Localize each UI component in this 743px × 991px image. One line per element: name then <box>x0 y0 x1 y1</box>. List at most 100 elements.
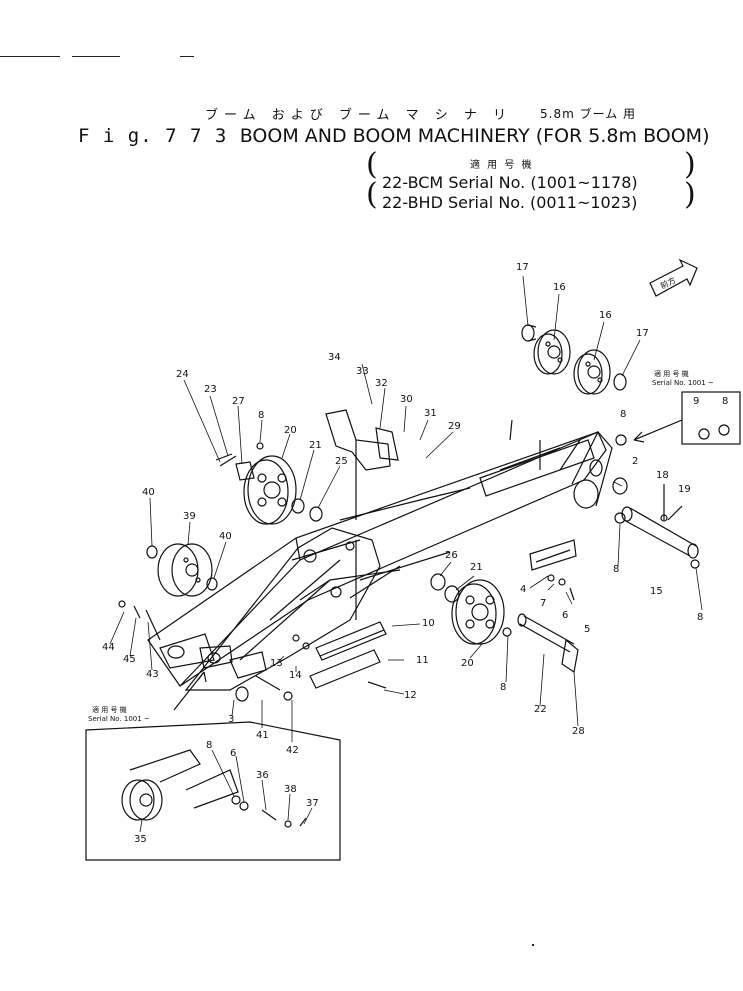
washer-8-lower <box>502 627 512 637</box>
speck <box>532 944 534 946</box>
inset-right-serial: Serial No. 1001 ~ <box>652 379 714 387</box>
bolt-12 <box>367 681 387 689</box>
callout-8: 8 <box>613 564 620 575</box>
inset-lower-serial: Serial No. 1001 ~ <box>88 715 150 723</box>
callout-6: 6 <box>230 748 237 759</box>
name-plate <box>529 539 577 571</box>
callout-15: 15 <box>650 586 663 597</box>
callout-42: 42 <box>286 745 299 756</box>
callout-8: 8 <box>722 396 729 407</box>
callout-20: 20 <box>461 658 474 669</box>
callout-22: 22 <box>534 704 547 715</box>
callout-8: 8 <box>258 410 265 421</box>
callout-44: 44 <box>102 642 115 653</box>
leader-lines <box>109 275 703 833</box>
callout-29: 29 <box>448 421 461 432</box>
callout-21: 21 <box>470 562 483 573</box>
callout-33: 33 <box>356 366 369 377</box>
figure-name: BOOM AND BOOM MACHINERY (FOR 5.8m BOOM) <box>239 125 710 147</box>
bushing-21-upper <box>291 498 305 514</box>
callout-24: 24 <box>176 369 189 380</box>
callout-8: 8 <box>620 409 627 420</box>
washer-25 <box>309 506 323 522</box>
pin-43 <box>145 609 161 641</box>
callout-12: 12 <box>404 690 417 701</box>
bracket-left: ( <box>366 147 378 182</box>
washer-42 <box>283 691 293 701</box>
callout-5: 5 <box>584 624 591 635</box>
slide-11 <box>309 649 381 689</box>
callout-16: 16 <box>553 282 566 293</box>
boom-foot <box>159 633 267 679</box>
bolt-44 <box>118 600 126 608</box>
callout-18: 18 <box>656 470 669 481</box>
callout-27: 27 <box>232 396 245 407</box>
callout-41: 41 <box>256 730 269 741</box>
washer-26 <box>430 573 446 591</box>
callout-43: 43 <box>146 669 159 680</box>
callout-45: 45 <box>123 654 136 665</box>
screw-5 <box>569 587 575 601</box>
serial-line-bhd: 22-BHD Serial No. (0011~1023) <box>382 193 638 212</box>
plate-27 <box>235 461 255 481</box>
callout-38: 38 <box>284 784 297 795</box>
callout-16: 16 <box>599 310 612 321</box>
sheave-16-right <box>573 349 611 395</box>
rivet-7 <box>547 574 555 582</box>
slide-10 <box>315 621 387 661</box>
callout-2: 2 <box>632 456 639 467</box>
callout-17: 17 <box>516 262 529 273</box>
figure-title: F i g. 7 7 3 BOOM AND BOOM MACHINERY (FO… <box>78 125 709 147</box>
bushing-17-left <box>521 324 537 342</box>
boom-upper-beam <box>147 419 607 687</box>
bushing-21-lower <box>444 585 460 603</box>
pin-22 <box>517 613 579 674</box>
callout-19: 19 <box>678 484 691 495</box>
bracket-right: ) <box>684 147 696 182</box>
bushing-40-right <box>206 577 218 591</box>
bracket-left-2: ( <box>366 177 378 212</box>
bushing-3 <box>235 686 249 702</box>
inset-arrowhead <box>197 671 207 683</box>
callout-10: 10 <box>422 618 435 629</box>
washer-14 <box>302 642 310 650</box>
callout-20: 20 <box>284 425 297 436</box>
sheave-39 <box>157 543 213 597</box>
boom-tip <box>559 430 613 509</box>
boom-lower-frame <box>184 487 471 691</box>
callout-9: 9 <box>693 396 700 407</box>
serial-heading: 適 用 号 機 <box>470 160 534 171</box>
inset-box-right <box>633 391 741 445</box>
japanese-subtitle: 5.8m ブーム 用 <box>540 107 637 121</box>
pin-41 <box>255 675 281 691</box>
callout-28: 28 <box>572 726 585 737</box>
callout-17: 17 <box>636 328 649 339</box>
callout-8: 8 <box>500 682 507 693</box>
callout-23: 23 <box>204 384 217 395</box>
callout-4: 4 <box>520 584 527 595</box>
bolt-13 <box>292 634 300 642</box>
inset-right-heading: 適 用 号 機 <box>654 370 689 378</box>
callout-8: 8 <box>206 740 213 751</box>
callout-31: 31 <box>424 408 437 419</box>
pin-15 <box>614 484 700 569</box>
callout-39: 39 <box>183 511 196 522</box>
callout-14: 14 <box>289 670 302 681</box>
header-rule-2 <box>72 56 120 57</box>
callout-21: 21 <box>309 440 322 451</box>
japanese-title: ブーム および ブーム マ シ ナ リ <box>205 108 513 123</box>
callout-35: 35 <box>134 834 147 845</box>
callout-3: 3 <box>228 714 235 725</box>
top-bracket <box>325 409 399 520</box>
sheave-16-left <box>533 329 571 375</box>
figure-number: F i g. 7 7 3 <box>78 125 228 147</box>
inset-box-lower <box>85 721 341 861</box>
callout-11: 11 <box>416 655 429 666</box>
sheave-20-lower <box>451 579 505 645</box>
callout-13: 13 <box>270 658 283 669</box>
bushing-17-right <box>613 373 627 391</box>
bolt-8-upper <box>256 442 264 450</box>
screw-6 <box>558 578 566 586</box>
callout-40: 40 <box>142 487 155 498</box>
